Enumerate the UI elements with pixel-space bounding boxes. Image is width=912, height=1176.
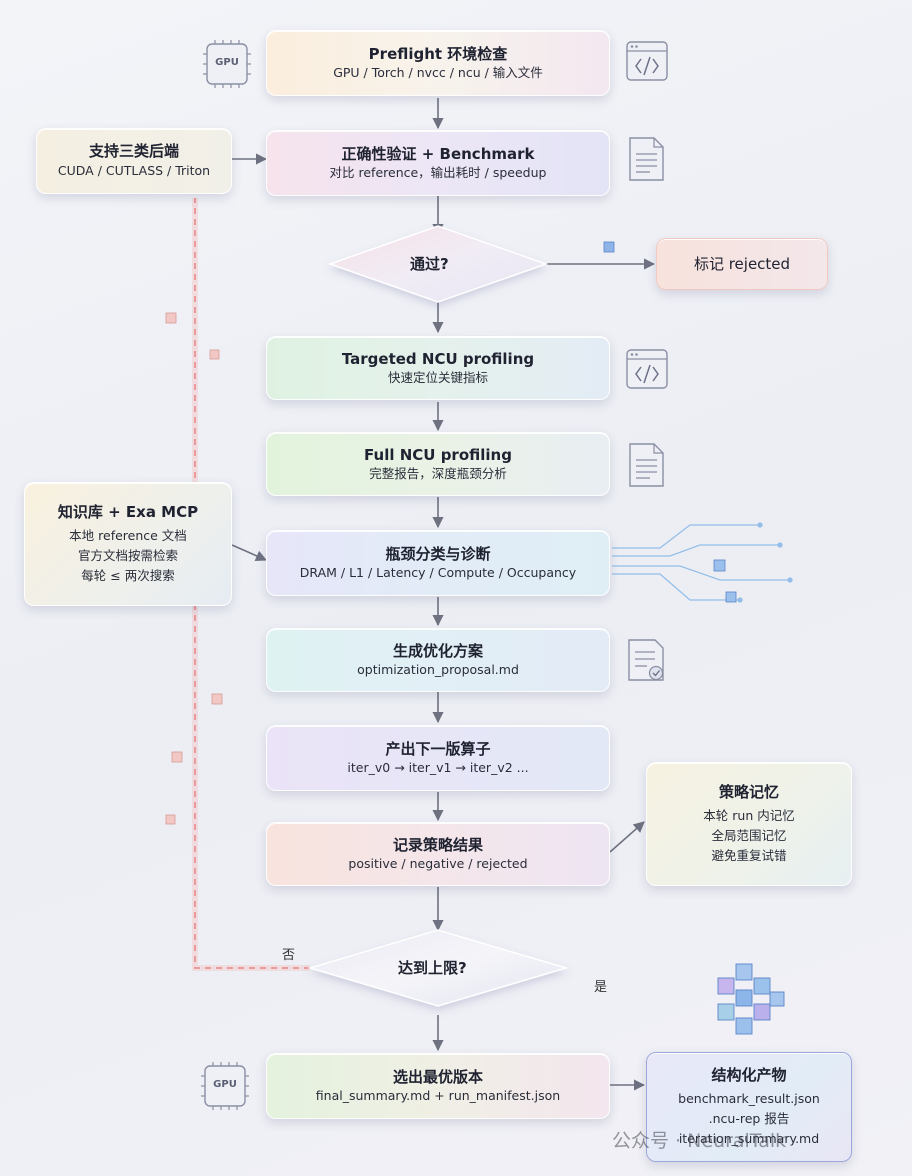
limit-decision-label: 达到上限?: [398, 959, 467, 977]
proposal-node: 生成优化方案 optimization_proposal.md: [266, 628, 610, 692]
targeted-ncu-title: Targeted NCU profiling: [341, 350, 535, 368]
rejected-node: 标记 rejected: [656, 238, 828, 290]
strategy-memory-line-3: 避免重复试错: [711, 848, 787, 863]
cube-cluster-icon: [717, 963, 785, 1035]
code-window-icon: [626, 41, 668, 81]
knowledge-line-3: 每轮 ≤ 两次搜索: [81, 568, 175, 583]
record-sub: positive / negative / rejected: [348, 856, 528, 871]
gpu-chip-icon-bottom: [201, 1062, 249, 1110]
flow-arrows: [231, 98, 656, 1091]
targeted-ncu-sub: 快速定位关键指标: [387, 370, 488, 385]
proposal-title: 生成优化方案: [392, 642, 483, 660]
artifacts-line-2: .ncu-rep 报告: [708, 1111, 790, 1126]
next-kernel-title: 产出下一版算子: [385, 740, 491, 758]
no-edge-label: 否: [282, 948, 296, 963]
next-kernel-sub: iter_v0 → iter_v1 → iter_v2 ...: [347, 760, 529, 775]
pass-diamond-shape: [327, 225, 549, 303]
correctness-sub: 对比 reference，输出耗时 / speedup: [329, 165, 547, 180]
full-ncu-sub: 完整报告，深度瓶颈分析: [369, 466, 507, 481]
watermark: 公众号 · NeuralTalk: [612, 1130, 787, 1152]
circuit-lines: [612, 522, 793, 603]
document-icon: [629, 137, 664, 181]
knowledge-node: 知识库 + Exa MCP 本地 reference 文档 官方文档按需检索 每…: [24, 482, 232, 606]
knowledge-title: 知识库 + Exa MCP: [57, 503, 199, 521]
artifacts-node: 结构化产物 benchmark_result.json .ncu-rep 报告 …: [646, 1052, 852, 1162]
select-best-node: 选出最优版本 final_summary.md + run_manifest.j…: [266, 1053, 610, 1119]
pass-decision-label: 通过?: [410, 255, 449, 273]
full-ncu-title: Full NCU profiling: [364, 446, 512, 464]
backends-sub: CUDA / CUTLASS / Triton: [57, 163, 211, 178]
preflight-title: Preflight 环境检查: [368, 45, 508, 63]
loop-glow: [192, 198, 310, 971]
strategy-memory-title: 策略记忆: [718, 783, 779, 801]
rejected-title: 标记 rejected: [693, 255, 791, 273]
select-best-title: 选出最优版本: [392, 1068, 483, 1086]
artifacts-line-1: benchmark_result.json: [678, 1091, 820, 1106]
document-icon-2: [629, 443, 664, 487]
backends-title: 支持三类后端: [88, 142, 179, 160]
gpu-chip-label-bottom: GPU: [213, 1079, 237, 1090]
targeted-ncu-node: Targeted NCU profiling 快速定位关键指标: [266, 336, 610, 400]
code-window-icon-2: [626, 349, 668, 389]
record-title: 记录策略结果: [392, 836, 483, 854]
checklist-icon: [628, 639, 664, 681]
next-kernel-node: 产出下一版算子 iter_v0 → iter_v1 → iter_v2 ...: [266, 725, 610, 791]
proposal-sub: optimization_proposal.md: [357, 662, 519, 677]
decor-cubes: [165, 241, 737, 825]
knowledge-line-2: 官方文档按需检索: [77, 548, 178, 563]
backends-node: 支持三类后端 CUDA / CUTLASS / Triton: [36, 128, 232, 194]
strategy-memory-line-1: 本轮 run 内记忆: [703, 808, 795, 823]
gpu-chip-label: GPU: [215, 57, 239, 68]
limit-diamond-shape: [307, 929, 569, 1007]
record-node: 记录策略结果 positive / negative / rejected: [266, 822, 610, 886]
artifacts-line-3: iteration_summary.md: [678, 1131, 820, 1146]
correctness-title: 正确性验证 + Benchmark: [341, 145, 535, 163]
bottleneck-sub: DRAM / L1 / Latency / Compute / Occupanc…: [299, 565, 577, 580]
correctness-node: 正确性验证 + Benchmark 对比 reference，输出耗时 / sp…: [266, 130, 610, 196]
knowledge-line-1: 本地 reference 文档: [69, 528, 187, 543]
strategy-memory-node: 策略记忆 本轮 run 内记忆 全局范围记忆 避免重复试错: [646, 762, 852, 886]
bottleneck-node: 瓶颈分类与诊断 DRAM / L1 / Latency / Compute / …: [266, 530, 610, 596]
artifacts-title: 结构化产物: [711, 1066, 787, 1084]
select-best-sub: final_summary.md + run_manifest.json: [315, 1088, 561, 1103]
loop-back-dashed: [194, 198, 310, 969]
full-ncu-node: Full NCU profiling 完整报告，深度瓶颈分析: [266, 432, 610, 496]
bottleneck-title: 瓶颈分类与诊断: [385, 545, 491, 563]
preflight-sub: GPU / Torch / nvcc / ncu / 输入文件: [333, 65, 543, 80]
preflight-node: Preflight 环境检查 GPU / Torch / nvcc / ncu …: [266, 30, 610, 96]
gpu-chip-icon: [203, 40, 251, 88]
yes-edge-label: 是: [594, 980, 608, 995]
strategy-memory-line-2: 全局范围记忆: [711, 828, 787, 843]
